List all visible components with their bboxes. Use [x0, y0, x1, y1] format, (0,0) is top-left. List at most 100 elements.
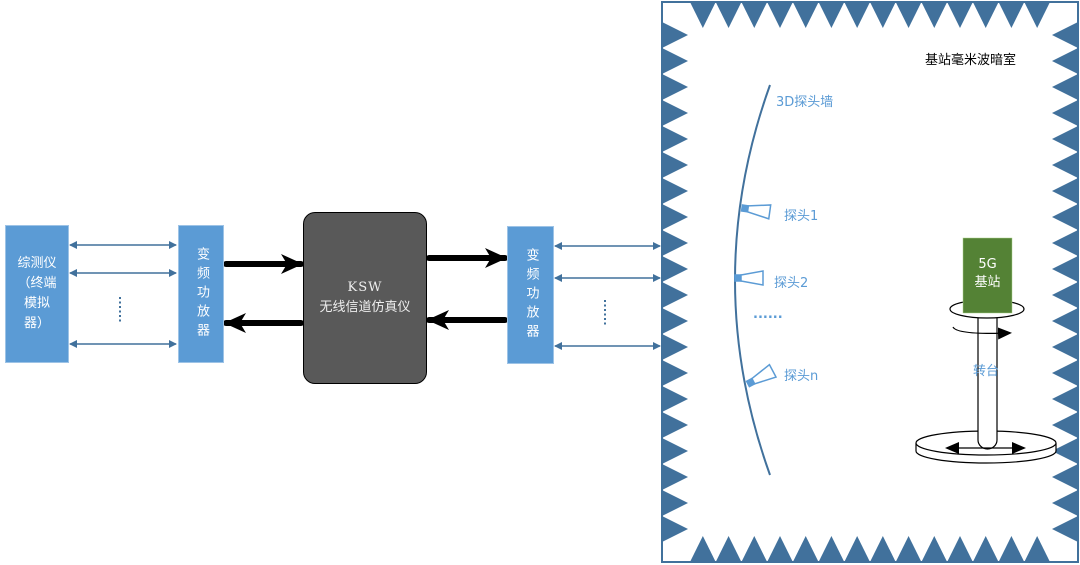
- absorber-tooth: [662, 204, 688, 230]
- absorber-tooth: [662, 334, 688, 360]
- probe-ellipsis: ......: [753, 307, 783, 322]
- absorber-tooth: [767, 536, 793, 562]
- absorber-tooth: [662, 178, 688, 204]
- absorber-tooth: [662, 438, 688, 464]
- absorber-tooth: [844, 2, 870, 28]
- absorber-tooth: [1052, 282, 1078, 308]
- probe-2-label: 探头2: [774, 276, 809, 291]
- probe-icons: [734, 204, 778, 388]
- absorber-tooth: [895, 2, 922, 28]
- base-station-label-2: 基站: [974, 275, 1001, 290]
- absorber-tooth: [662, 230, 688, 256]
- tester-links: [69, 241, 661, 350]
- absorber-tooth: [870, 2, 896, 28]
- absorber-tooth: [690, 536, 716, 562]
- absorber-tooth: [662, 464, 688, 490]
- absorber-tooth: [662, 282, 688, 308]
- absorber-tooth: [662, 516, 688, 542]
- absorber-tooth: [662, 256, 688, 282]
- converter-left-label: 变频功放器: [194, 246, 209, 342]
- absorber-tooth: [921, 2, 948, 28]
- tester-label-2: （终端: [17, 276, 57, 291]
- converter-left-box: 变频功放器: [178, 225, 224, 363]
- probe-1-icon: [740, 204, 772, 220]
- absorber-tooth: [921, 536, 948, 562]
- absorber-tooth: [972, 2, 999, 28]
- absorber-tooth: [1052, 464, 1078, 490]
- absorber-tooth: [1024, 2, 1050, 28]
- absorber-tooth: [818, 2, 845, 28]
- tester-label-3: 模拟: [23, 296, 50, 311]
- tester-box: 综测仪 （终端 模拟 器）: [5, 225, 69, 363]
- absorber-tooth: [1052, 152, 1078, 178]
- absorber-tooth: [662, 48, 688, 74]
- absorber-tooth: [1052, 386, 1078, 412]
- turntable-pole: [977, 312, 998, 450]
- absorber-tooth: [662, 308, 688, 334]
- absorber-tooth: [998, 536, 1025, 562]
- channel-emulator-box: KSW 无线信道仿真仪: [303, 212, 427, 384]
- absorber-tooth: [662, 412, 688, 438]
- absorber-tooth: [662, 360, 688, 386]
- signal-arrows: [223, 248, 508, 333]
- probe-n-label: 探头n: [784, 369, 819, 384]
- base-station-label-1: 5G: [978, 257, 997, 272]
- probe-2-icon: [734, 270, 764, 286]
- absorber-tooth: [1052, 256, 1078, 282]
- absorber-tooth: [844, 536, 870, 562]
- converter-right-label: 变频功放器: [523, 247, 539, 343]
- anechoic-chamber: [661, 1, 1079, 563]
- probe-n-icon: [745, 363, 778, 388]
- absorber-tooth: [1052, 178, 1078, 204]
- absorber-tooth: [1024, 536, 1050, 562]
- emulator-label-2: 无线信道仿真仪: [319, 300, 411, 315]
- absorber-tooth: [1052, 126, 1078, 152]
- base-station-label: 5G 基站: [963, 256, 1012, 292]
- converter-right-box: 变频功放器: [507, 226, 554, 364]
- absorber-tooth: [895, 536, 922, 562]
- absorber-teeth: [662, 2, 1078, 562]
- absorber-tooth: [690, 2, 716, 28]
- turntable-label: 转台: [973, 364, 1000, 379]
- absorber-tooth: [818, 536, 845, 562]
- absorber-tooth: [998, 2, 1025, 28]
- absorber-tooth: [662, 386, 688, 412]
- absorber-tooth: [947, 536, 973, 562]
- absorber-tooth: [792, 536, 819, 562]
- absorber-tooth: [792, 2, 819, 28]
- base-station-box: [962, 237, 1013, 314]
- probe-1-label: 探头1: [784, 209, 819, 224]
- absorber-tooth: [662, 490, 688, 516]
- absorber-tooth: [1052, 48, 1078, 74]
- absorber-tooth: [1052, 490, 1078, 516]
- tester-label-1: 综测仪: [17, 256, 57, 271]
- emulator-label-1: KSW: [347, 280, 383, 295]
- chamber-title: 基站毫米波暗室: [925, 53, 1017, 68]
- rotation-arrow: [952, 326, 1012, 340]
- absorber-tooth: [1052, 438, 1078, 464]
- absorber-tooth: [870, 536, 896, 562]
- absorber-tooth: [715, 536, 742, 562]
- absorber-tooth: [1052, 230, 1078, 256]
- absorber-tooth: [741, 536, 768, 562]
- absorber-tooth: [767, 2, 793, 28]
- absorber-tooth: [1052, 412, 1078, 438]
- absorber-tooth: [741, 2, 768, 28]
- absorber-tooth: [662, 126, 688, 152]
- absorber-tooth: [1052, 334, 1078, 360]
- absorber-tooth: [972, 536, 999, 562]
- absorber-tooth: [715, 2, 742, 28]
- absorber-tooth: [1052, 360, 1078, 386]
- absorber-tooth: [1052, 308, 1078, 334]
- absorber-tooth: [1052, 22, 1078, 48]
- absorber-tooth: [662, 100, 688, 126]
- absorber-tooth: [947, 2, 973, 28]
- absorber-tooth: [1052, 516, 1078, 542]
- absorber-tooth: [1052, 204, 1078, 230]
- absorber-tooth: [662, 74, 688, 100]
- absorber-tooth: [662, 152, 688, 178]
- probe-wall-label: 3D探头墙: [776, 95, 834, 110]
- absorber-tooth: [1052, 74, 1078, 100]
- absorber-tooth: [1052, 100, 1078, 126]
